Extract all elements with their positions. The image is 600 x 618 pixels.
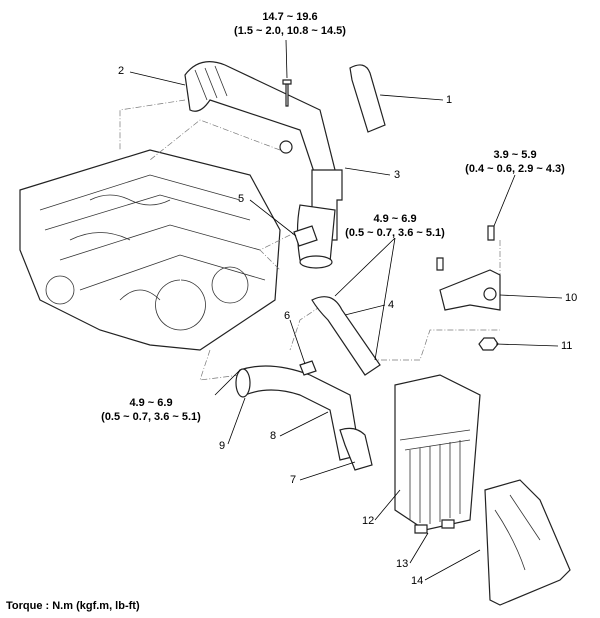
callout-4: 4: [388, 299, 395, 311]
torque-spec-hose-clamp: 4.9 ~ 6.9 (0.5 ~ 0.7, 3.6 ~ 5.1): [310, 212, 480, 240]
leader-lines: [129, 39, 563, 581]
air-guide: [484, 479, 571, 606]
upper-pipe: [184, 61, 336, 176]
engine-assembly: [19, 149, 281, 351]
callout-10: 10: [565, 292, 578, 304]
torque-spec-bracket: 3.9 ~ 5.9 (0.4 ~ 0.6, 2.9 ~ 4.3): [440, 148, 590, 176]
callout-6: 6: [284, 310, 291, 322]
torque-spec-pipe-clamp: 4.9 ~ 6.9 (0.5 ~ 0.7, 3.6 ~ 5.1): [66, 396, 236, 424]
callout-2: 2: [118, 65, 125, 77]
callout-3: 3: [394, 169, 401, 181]
callout-9: 9: [219, 440, 226, 452]
callout-13: 13: [396, 558, 409, 570]
callout-12: 12: [362, 515, 375, 527]
callout-7: 7: [290, 474, 297, 486]
hose-4: [311, 296, 381, 376]
torque-value: 3.9 ~ 5.9: [493, 149, 537, 161]
hose-1: [349, 64, 386, 133]
torque-units: (0.4 ~ 0.6, 2.9 ~ 4.3): [465, 163, 565, 175]
callout-8: 8: [270, 430, 277, 442]
intercooler: [394, 374, 481, 531]
callout-11: 11: [561, 340, 573, 352]
torque-units-footer: Torque : N.m (kgf.m, lb-ft): [6, 600, 140, 612]
lower-pipe: [239, 365, 361, 461]
callout-14: 14: [411, 575, 424, 587]
torque-units: (0.5 ~ 0.7, 3.6 ~ 5.1): [101, 411, 201, 423]
torque-units: (0.5 ~ 0.7, 3.6 ~ 5.1): [345, 227, 445, 239]
callout-1: 1: [446, 94, 453, 106]
torque-value: 4.9 ~ 6.9: [373, 213, 417, 225]
torque-units: (1.5 ~ 2.0, 10.8 ~ 14.5): [234, 25, 346, 37]
callout-5: 5: [238, 193, 245, 205]
torque-value: 4.9 ~ 6.9: [129, 397, 173, 409]
torque-value: 14.7 ~ 19.6: [262, 11, 318, 23]
bracket: [439, 269, 501, 311]
torque-spec-bolt-top: 14.7 ~ 19.6 (1.5 ~ 2.0, 10.8 ~ 14.5): [200, 10, 380, 38]
